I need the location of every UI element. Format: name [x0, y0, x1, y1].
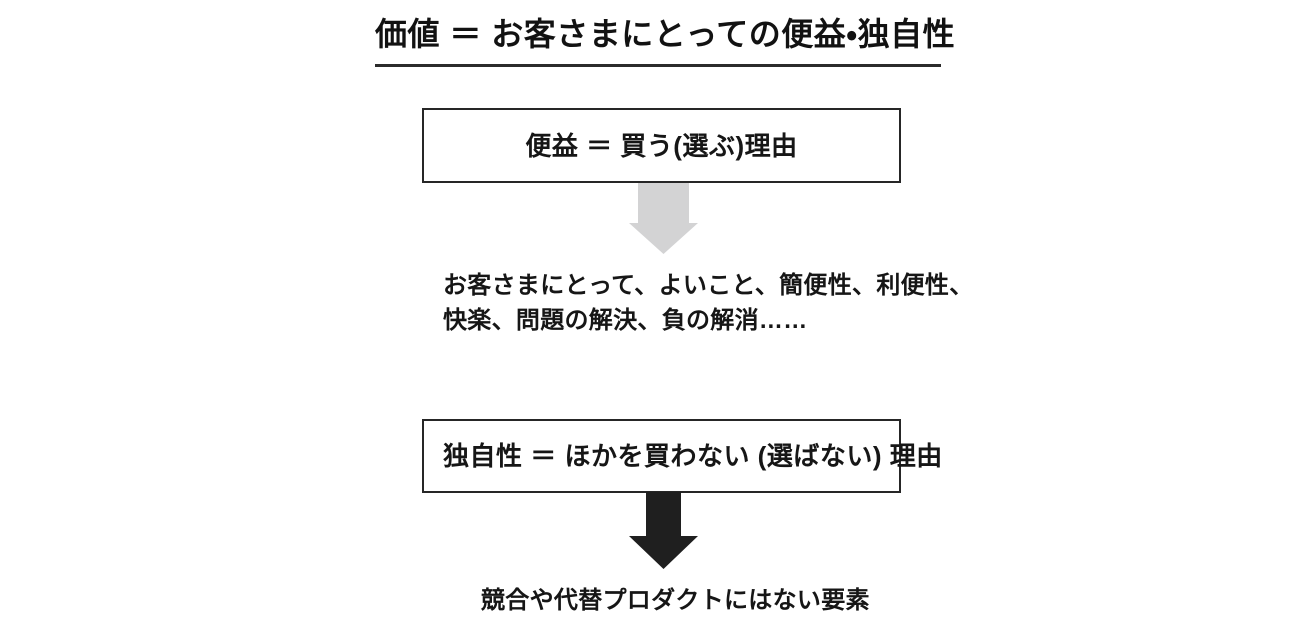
uniqueness-box: 独自性 ＝ ほかを買わない (選ばない) 理由	[422, 419, 942, 493]
benefit-detail-line-2: 快楽、問題の解決、負の解消……	[443, 307, 808, 334]
benefit-detail-text: お客さまにとって、よいこと、簡便性、利便性、 快楽、問題の解決、負の解消……	[443, 268, 974, 338]
uniqueness-down-arrow-icon	[629, 492, 698, 569]
title-underline	[375, 64, 941, 67]
benefit-box-label: 便益 ＝ 買う(選ぶ)理由	[525, 130, 798, 161]
benefit-down-arrow-icon	[629, 183, 698, 254]
page-title: 価値 ＝ お客さまにとっての便益・独自性	[375, 16, 956, 52]
uniqueness-box-label: 独自性 ＝ ほかを買わない (選ばない) 理由	[443, 441, 943, 471]
uniqueness-detail-text: 競合や代替プロダクトにはない要素	[481, 587, 870, 614]
benefit-box: 便益 ＝ 買う(選ぶ)理由	[422, 108, 901, 183]
benefit-detail-line-1: お客さまにとって、よいこと、簡便性、利便性、	[443, 272, 974, 299]
